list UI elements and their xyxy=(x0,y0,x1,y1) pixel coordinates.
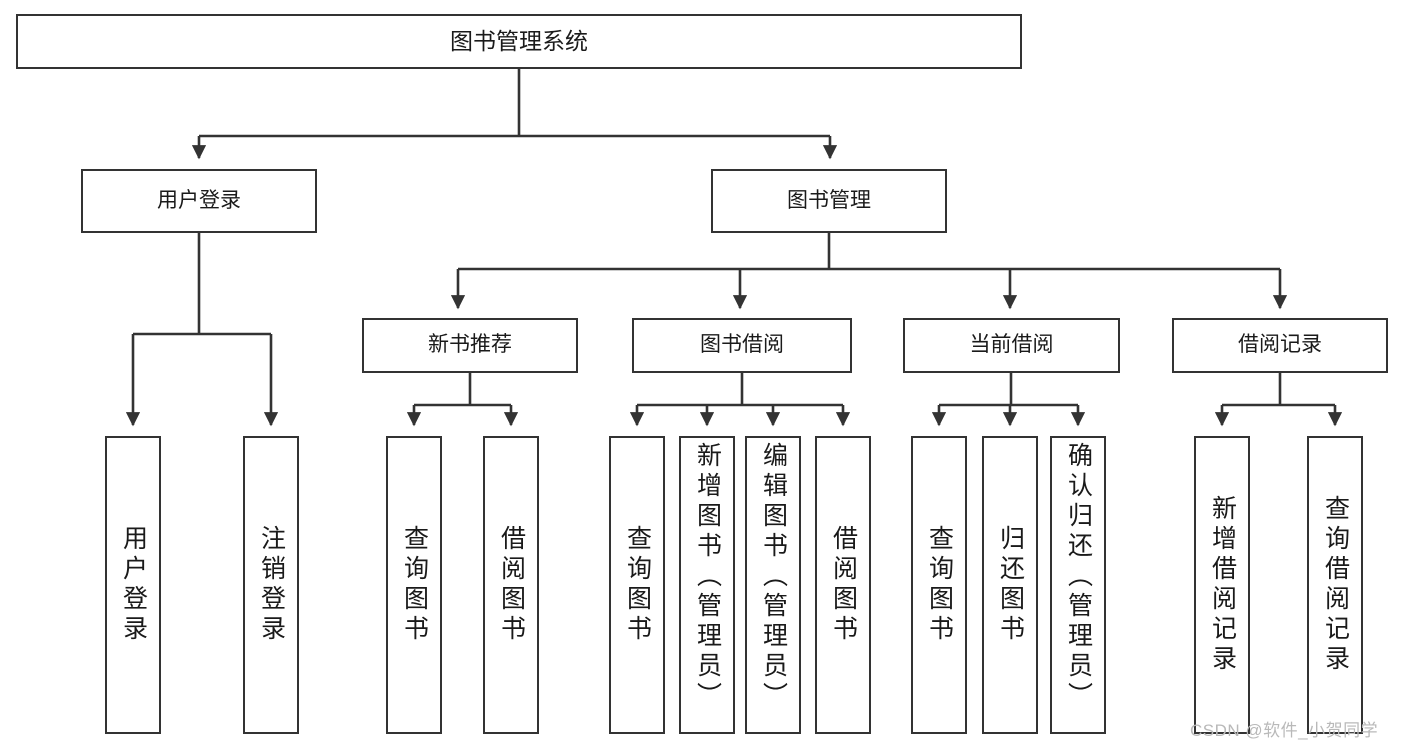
node-leaf-user-login[interactable]: 用户登录 xyxy=(105,436,161,734)
node-label: 新增借阅记录 xyxy=(1208,495,1237,675)
node-label: 借阅图书 xyxy=(829,525,858,645)
watermark-text: CSDN @软件_小贺同学 xyxy=(1190,721,1379,740)
node-label: 归还图书 xyxy=(996,525,1025,645)
node-label: 查询借阅记录 xyxy=(1321,495,1350,675)
node-label: 图书管理系统 xyxy=(450,28,588,55)
node-label: 查询图书 xyxy=(925,525,954,645)
node-current-borrow[interactable]: 当前借阅 xyxy=(903,318,1120,373)
node-label: 编辑图书（管理员） xyxy=(759,442,788,712)
node-leaf-edit-book-admin[interactable]: 编辑图书（管理员） xyxy=(745,436,801,734)
node-leaf-add-borrow-record[interactable]: 新增借阅记录 xyxy=(1194,436,1250,734)
node-label: 图书借阅 xyxy=(700,333,784,357)
node-leaf-query-borrow-record[interactable]: 查询借阅记录 xyxy=(1307,436,1363,734)
node-leaf-query-book-1[interactable]: 查询图书 xyxy=(386,436,442,734)
node-label: 新书推荐 xyxy=(428,333,512,357)
node-label: 注销登录 xyxy=(257,525,286,645)
node-label: 新增图书（管理员） xyxy=(693,442,722,712)
node-user-login[interactable]: 用户登录 xyxy=(81,169,317,233)
node-label: 查询图书 xyxy=(400,525,429,645)
node-book-borrow[interactable]: 图书借阅 xyxy=(632,318,852,373)
node-label: 图书管理 xyxy=(787,188,871,212)
node-leaf-add-book-admin[interactable]: 新增图书（管理员） xyxy=(679,436,735,734)
node-label: 用户登录 xyxy=(119,525,148,645)
node-leaf-return-book[interactable]: 归还图书 xyxy=(982,436,1038,734)
node-book-manage[interactable]: 图书管理 xyxy=(711,169,947,233)
node-leaf-query-book-2[interactable]: 查询图书 xyxy=(609,436,665,734)
node-leaf-confirm-return-admin[interactable]: 确认归还（管理员） xyxy=(1050,436,1106,734)
node-label: 借阅图书 xyxy=(497,525,526,645)
node-root-title[interactable]: 图书管理系统 xyxy=(16,14,1022,69)
node-label: 借阅记录 xyxy=(1238,333,1322,357)
node-borrow-record[interactable]: 借阅记录 xyxy=(1172,318,1388,373)
node-new-book-recommend[interactable]: 新书推荐 xyxy=(362,318,578,373)
node-leaf-logout-login[interactable]: 注销登录 xyxy=(243,436,299,734)
node-leaf-borrow-book-1[interactable]: 借阅图书 xyxy=(483,436,539,734)
node-label: 用户登录 xyxy=(157,188,241,212)
node-label: 当前借阅 xyxy=(969,333,1054,357)
node-label: 查询图书 xyxy=(623,525,652,645)
node-leaf-borrow-book-2[interactable]: 借阅图书 xyxy=(815,436,871,734)
node-label: 确认归还（管理员） xyxy=(1064,442,1093,712)
node-leaf-query-book-3[interactable]: 查询图书 xyxy=(911,436,967,734)
